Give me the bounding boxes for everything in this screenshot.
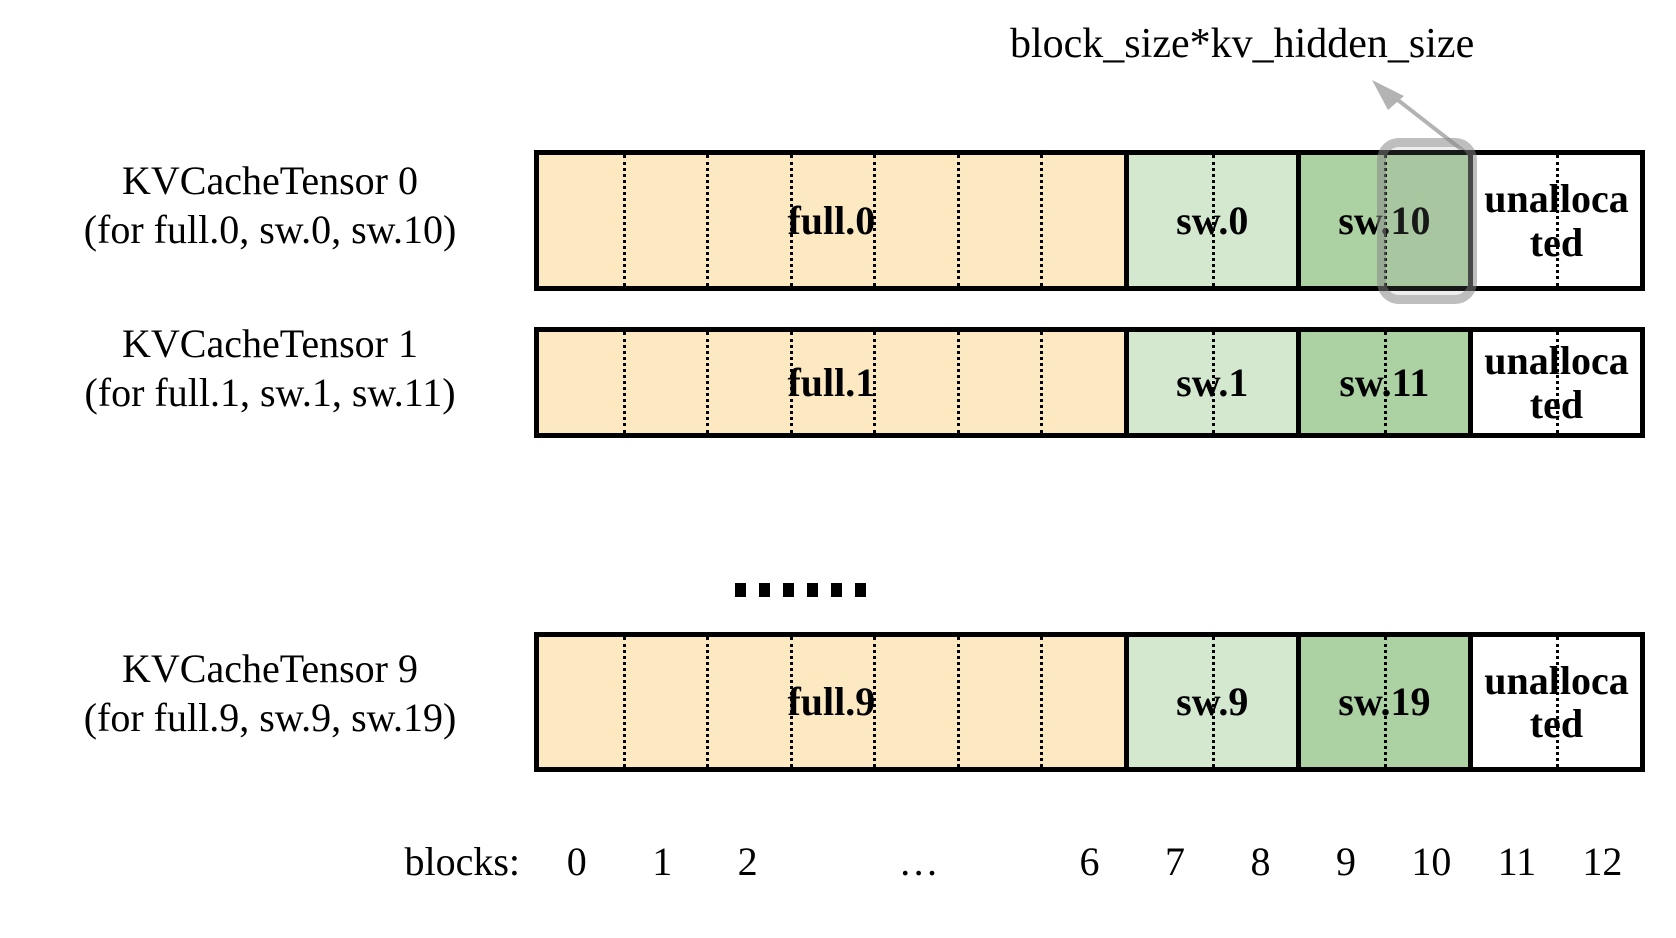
segment-label: sw.10 bbox=[1338, 197, 1431, 243]
annotation-block-size-label: block_size*kv_hidden_size bbox=[1010, 21, 1475, 67]
block-tick-8: 8 bbox=[1250, 839, 1271, 884]
row-label-0: KVCacheTensor 0 (for full.0, sw.0, sw.10… bbox=[20, 157, 520, 255]
segment-label: sw.11 bbox=[1339, 359, 1430, 405]
segment-full-1[interactable]: full.1 bbox=[539, 332, 1129, 433]
block-dividers bbox=[539, 637, 1124, 767]
ellipsis-dot bbox=[735, 583, 746, 597]
row-label-2: KVCacheTensor 9 (for full.9, sw.9, sw.19… bbox=[20, 645, 520, 743]
block-tick-11: 11 bbox=[1497, 839, 1537, 884]
block-tick-10: 10 bbox=[1411, 839, 1452, 884]
block-dividers bbox=[539, 332, 1124, 433]
annotation-arrow-icon bbox=[1372, 80, 1477, 162]
segment-sw-10[interactable]: sw.10 bbox=[1300, 155, 1473, 286]
segment-sw-9[interactable]: sw.9 bbox=[1128, 637, 1301, 767]
ellipsis-dot bbox=[807, 583, 818, 597]
block-tick-6: 6 bbox=[1079, 839, 1100, 884]
row-label-0-line2: (for full.0, sw.0, sw.10) bbox=[83, 206, 457, 252]
segment-full-0[interactable]: full.0 bbox=[539, 155, 1129, 286]
segment-label: full.9 bbox=[787, 679, 876, 725]
block-dividers bbox=[1129, 637, 1296, 767]
block-dividers bbox=[1473, 637, 1640, 767]
rows-ellipsis bbox=[735, 583, 866, 597]
block-dividers bbox=[1301, 155, 1468, 286]
block-dividers bbox=[1129, 332, 1296, 433]
segment-label: sw.0 bbox=[1176, 197, 1249, 243]
block-tick-9: 9 bbox=[1335, 839, 1356, 884]
segment-label: sw.9 bbox=[1176, 679, 1249, 725]
block-dividers bbox=[539, 155, 1124, 286]
block-dividers bbox=[1473, 332, 1640, 433]
block-tick-12: 12 bbox=[1582, 839, 1623, 884]
segment-sw-11[interactable]: sw.11 bbox=[1300, 332, 1473, 433]
ellipsis-dot bbox=[831, 583, 842, 597]
ellipsis-dot bbox=[759, 583, 770, 597]
row-label-1: KVCacheTensor 1 (for full.1, sw.1, sw.11… bbox=[20, 320, 520, 418]
row-label-0-line1: KVCacheTensor 0 bbox=[122, 158, 418, 203]
block-tick-0: 0 bbox=[566, 839, 587, 884]
block-dividers bbox=[1301, 332, 1468, 433]
row-label-2-line2: (for full.9, sw.9, sw.19) bbox=[83, 694, 457, 740]
ellipsis-dot bbox=[855, 583, 866, 597]
block-tick-ellipsis: … bbox=[898, 839, 939, 884]
row-label-1-line2: (for full.1, sw.1, sw.11) bbox=[84, 369, 456, 415]
segment-label: full.0 bbox=[787, 197, 876, 243]
row-label-1-line1: KVCacheTensor 1 bbox=[122, 321, 418, 366]
block-dividers bbox=[1301, 637, 1468, 767]
segment-full-9[interactable]: full.9 bbox=[539, 637, 1129, 767]
row-label-2-line1: KVCacheTensor 9 bbox=[122, 646, 418, 691]
block-dividers bbox=[1473, 155, 1640, 286]
segment-sw-19[interactable]: sw.19 bbox=[1300, 637, 1473, 767]
segment-sw-1[interactable]: sw.1 bbox=[1128, 332, 1301, 433]
blocks-axis-label: blocks: bbox=[404, 839, 520, 884]
block-tick-2: 2 bbox=[737, 839, 758, 884]
segment-sw-0[interactable]: sw.0 bbox=[1128, 155, 1301, 286]
segment-label: full.1 bbox=[787, 359, 876, 405]
segment-label: sw.1 bbox=[1176, 359, 1249, 405]
block-tick-1: 1 bbox=[652, 839, 673, 884]
ellipsis-dot bbox=[783, 583, 794, 597]
segment-label: sw.19 bbox=[1338, 679, 1431, 725]
block-dividers bbox=[1129, 155, 1296, 286]
block-tick-7: 7 bbox=[1165, 839, 1185, 884]
